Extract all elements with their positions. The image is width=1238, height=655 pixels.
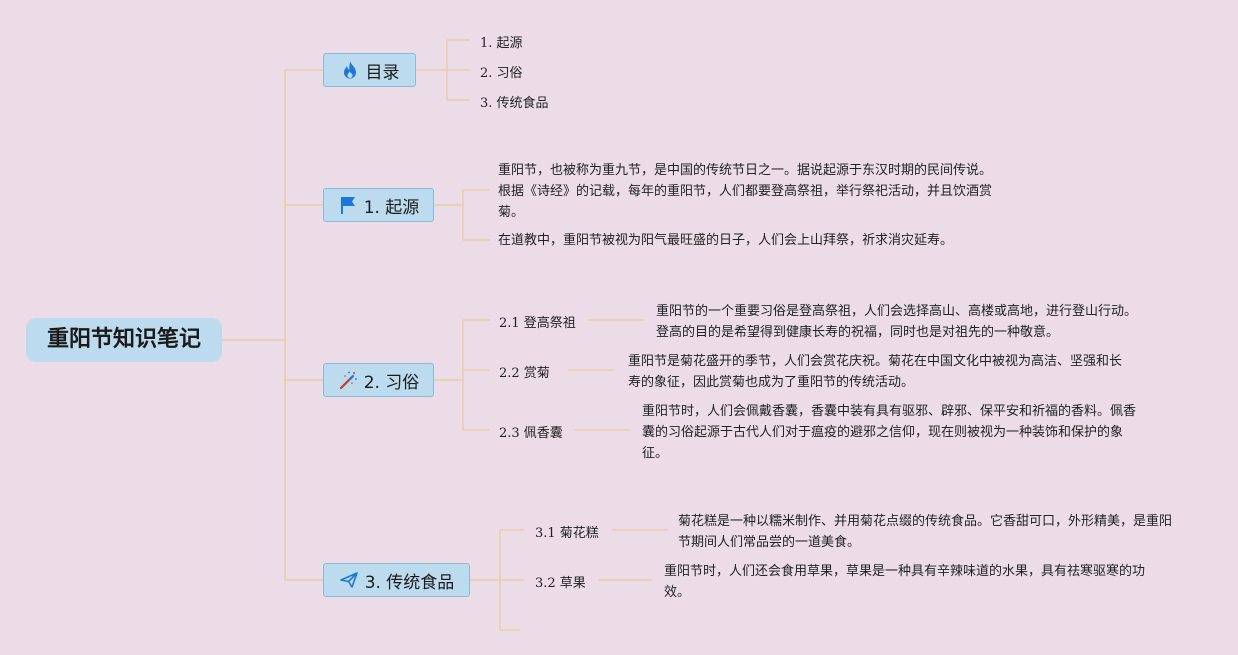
custom-text: 重阳节是菊花盛开的季节，人们会赏花庆祝。菊花在中国文化中被视为高洁、坚强和长寿的…: [628, 354, 1123, 390]
custom-label[interactable]: 2.2 赏菊: [499, 366, 550, 381]
food-text: 菊花糕是一种以糯米制作、并用菊花点缀的传统食品。它香甜可口，外形精美，是重阳节期…: [678, 514, 1173, 550]
root-title: 重阳节知识笔记: [46, 327, 201, 352]
food-text: 重阳节时，人们还会食用草果，草果是一种具有辛辣味道的水果，具有祛寒驱寒的功效。: [664, 564, 1146, 600]
magic-wand-icon: [339, 371, 357, 390]
custom-label[interactable]: 2.3 佩香囊: [499, 426, 563, 441]
toc-item[interactable]: 2. 习俗: [480, 66, 523, 81]
branch-foods-title: 3. 传统食品: [364, 572, 455, 593]
food-label[interactable]: 3.1 菊花糕: [535, 526, 599, 541]
branch-origin[interactable]: 1. 起源: [323, 188, 434, 222]
flame-icon: [343, 61, 356, 79]
branch-customs[interactable]: 2. 习俗: [323, 363, 434, 397]
custom-label[interactable]: 2.1 登高祭祖: [499, 316, 576, 331]
custom-text: 重阳节时，人们会佩戴香囊，香囊中装有具有驱邪、辟邪、保平安和祈福的香料。佩香囊的…: [642, 404, 1137, 461]
toc-item[interactable]: 3. 传统食品: [480, 96, 549, 111]
toc-item[interactable]: 1. 起源: [480, 36, 523, 51]
food-label[interactable]: 3.2 草果: [535, 576, 586, 591]
branch-toc-title: 目录: [365, 62, 400, 83]
custom-text: 重阳节的一个重要习俗是登高祭祖，人们会选择高山、高楼或高地，进行登山行动。登高的…: [656, 304, 1138, 340]
paper-plane-icon: [339, 572, 358, 588]
origin-paragraph: 重阳节，也被称为重九节，是中国的传统节日之一。据说起源于东汉时期的民间传说。根据…: [498, 163, 993, 220]
branch-origin-title: 1. 起源: [363, 197, 420, 218]
flag-icon: [340, 197, 355, 214]
branch-foods[interactable]: 3. 传统食品: [323, 563, 470, 597]
root-node[interactable]: 重阳节知识笔记: [26, 318, 222, 362]
branch-toc[interactable]: 目录: [323, 53, 416, 87]
branch-customs-title: 2. 习俗: [363, 372, 420, 393]
origin-paragraph: 在道教中，重阳节被视为阳气最旺盛的日子，人们会上山拜祭，祈求消灾延寿。: [498, 233, 954, 248]
